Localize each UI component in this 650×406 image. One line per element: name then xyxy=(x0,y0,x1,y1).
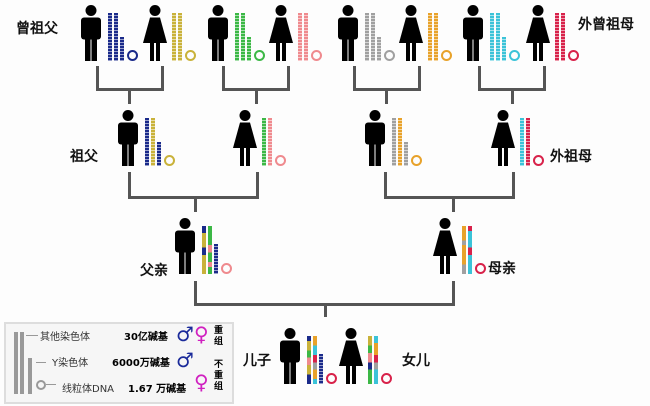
great-grandfather-2 xyxy=(205,5,265,61)
bracket-stem xyxy=(255,88,258,104)
great-grandmother-4 xyxy=(525,5,579,61)
legend-mtdna: 线粒体DNA xyxy=(62,384,115,395)
legend-recombine: 重组 xyxy=(214,326,224,347)
female-icon xyxy=(268,5,294,61)
female-icon xyxy=(142,5,168,61)
chromosome-icon xyxy=(14,332,18,394)
male-icon xyxy=(362,110,388,166)
label-father: 父亲 xyxy=(140,263,168,279)
label-maternal-grandmother: 外祖母 xyxy=(550,149,592,165)
male-symbol-icon: ♂ xyxy=(176,348,194,372)
maternal-grandfather xyxy=(362,110,422,166)
father xyxy=(172,218,232,274)
label-grandfather: 祖父 xyxy=(70,149,98,165)
label-mother: 母亲 xyxy=(488,261,516,277)
male-icon xyxy=(335,5,361,61)
bracket-stem xyxy=(194,196,197,212)
female-icon xyxy=(525,5,551,61)
legend-y-chromosome: Y染色体 xyxy=(52,358,89,369)
legend: 其他染色体 30亿碱基 Y染色体 6000万碱基 线粒体DNA 1.67 万碱基… xyxy=(4,322,234,404)
male-icon xyxy=(115,110,141,166)
legend-mtdna-size: 1.67 万碱基 xyxy=(128,384,187,395)
bracket-stem xyxy=(128,88,131,104)
legend-other-chromosomes: 其他染色体 xyxy=(40,332,90,343)
male-icon xyxy=(277,328,303,384)
female-symbol-icon: ♀ xyxy=(194,322,209,346)
mother xyxy=(432,218,486,274)
great-grandmother-3 xyxy=(398,5,452,61)
female-icon xyxy=(398,5,424,61)
female-icon xyxy=(232,110,258,166)
great-grandmother-1 xyxy=(142,5,196,61)
great-grandfather-3 xyxy=(335,5,395,61)
great-grandfather-1 xyxy=(78,5,138,61)
legend-y-size: 6000万碱基 xyxy=(112,358,170,369)
great-grandmother-2 xyxy=(268,5,322,61)
bracket-stem xyxy=(385,88,388,104)
female-icon xyxy=(432,218,458,274)
legend-no-recombine: 不重组 xyxy=(214,360,224,392)
bracket xyxy=(384,172,515,199)
son xyxy=(277,328,337,384)
bracket-stem xyxy=(452,196,455,212)
great-grandfather-4 xyxy=(460,5,520,61)
chromosome-icon xyxy=(20,332,24,394)
bracket xyxy=(128,172,259,199)
female-icon xyxy=(338,328,364,384)
grandmother xyxy=(232,110,286,166)
male-icon xyxy=(172,218,198,274)
label-great-grandfather: 曾祖父 xyxy=(16,21,58,37)
y-chromosome-icon xyxy=(28,358,32,394)
legend-other-size: 30亿碱基 xyxy=(124,332,168,343)
mtdna-icon xyxy=(36,380,46,390)
male-icon xyxy=(78,5,104,61)
male-symbol-icon: ♂ xyxy=(176,322,194,346)
male-icon xyxy=(205,5,231,61)
label-maternal-great-grandmother: 外曾祖母 xyxy=(578,17,634,33)
female-symbol-icon: ♀ xyxy=(194,370,209,394)
label-daughter: 女儿 xyxy=(402,353,430,369)
female-icon xyxy=(490,110,516,166)
bracket-stem xyxy=(511,88,514,104)
male-icon xyxy=(460,5,486,61)
grandfather xyxy=(115,110,175,166)
bracket-stem xyxy=(324,303,327,317)
label-son: 儿子 xyxy=(243,353,271,369)
maternal-grandmother xyxy=(490,110,544,166)
daughter xyxy=(338,328,392,384)
